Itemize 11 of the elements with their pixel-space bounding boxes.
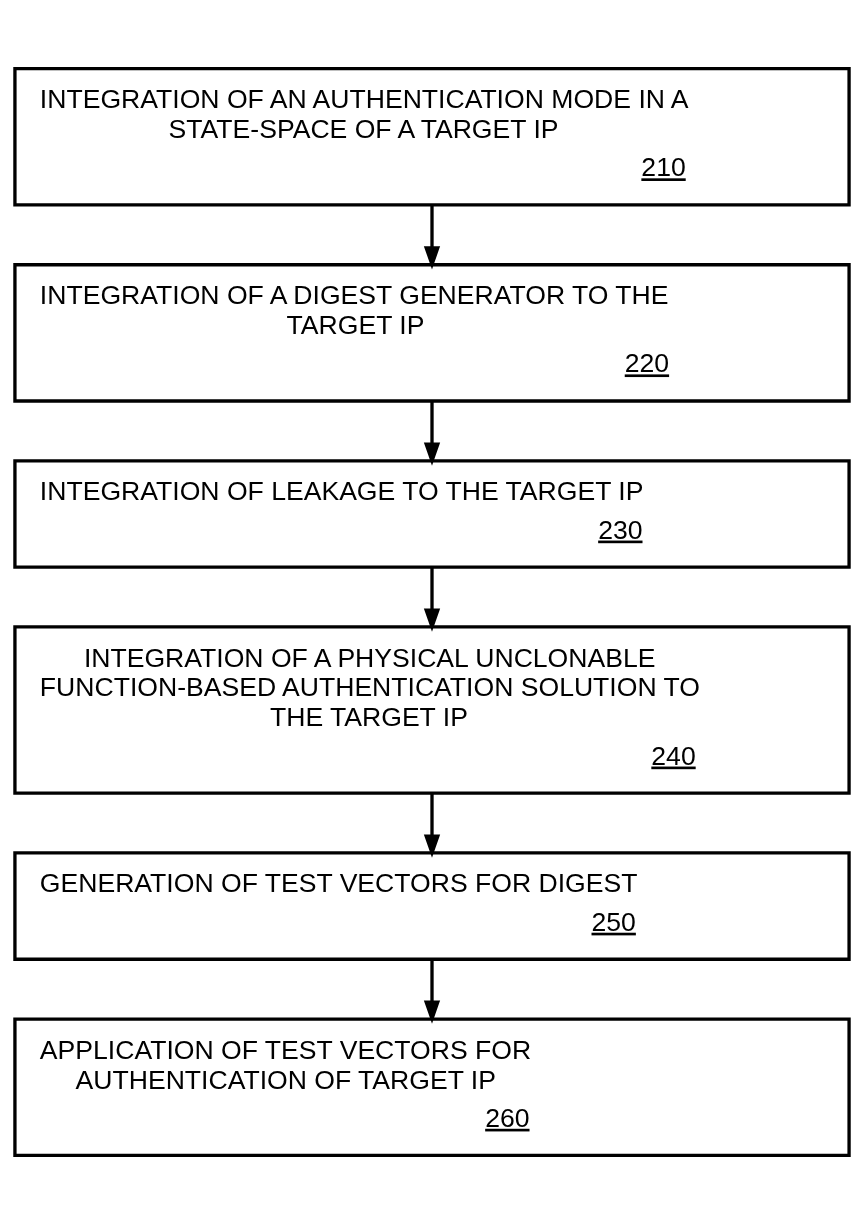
node-box: GENERATION OF TEST VECTORS FOR DIGEST 250 [13, 851, 851, 961]
arrow [423, 401, 441, 466]
arrow [423, 205, 441, 270]
arrow [423, 959, 441, 1024]
node-box: INTEGRATION OF A PHYSICAL UNCLONABLE FUNCTION-BASED AUTHENTICATION SOLUTION TO THE TARGET IP 240 [13, 625, 851, 795]
node-box: APPLICATION OF TEST VECTORS FOR AUTHENTICATION OF TARGET IP 260 [13, 1017, 851, 1157]
node-box: INTEGRATION OF LEAKAGE TO THE TARGET IP 230 [13, 459, 851, 569]
arrow [423, 567, 441, 632]
node-box: INTEGRATION OF A DIGEST GENERATOR TO THE TARGET IP 220 [13, 263, 851, 403]
arrow [423, 793, 441, 858]
node-box: INTEGRATION OF AN AUTHENTICATION MODE IN A STATE-SPACE OF A TARGET IP 210 [13, 67, 851, 207]
